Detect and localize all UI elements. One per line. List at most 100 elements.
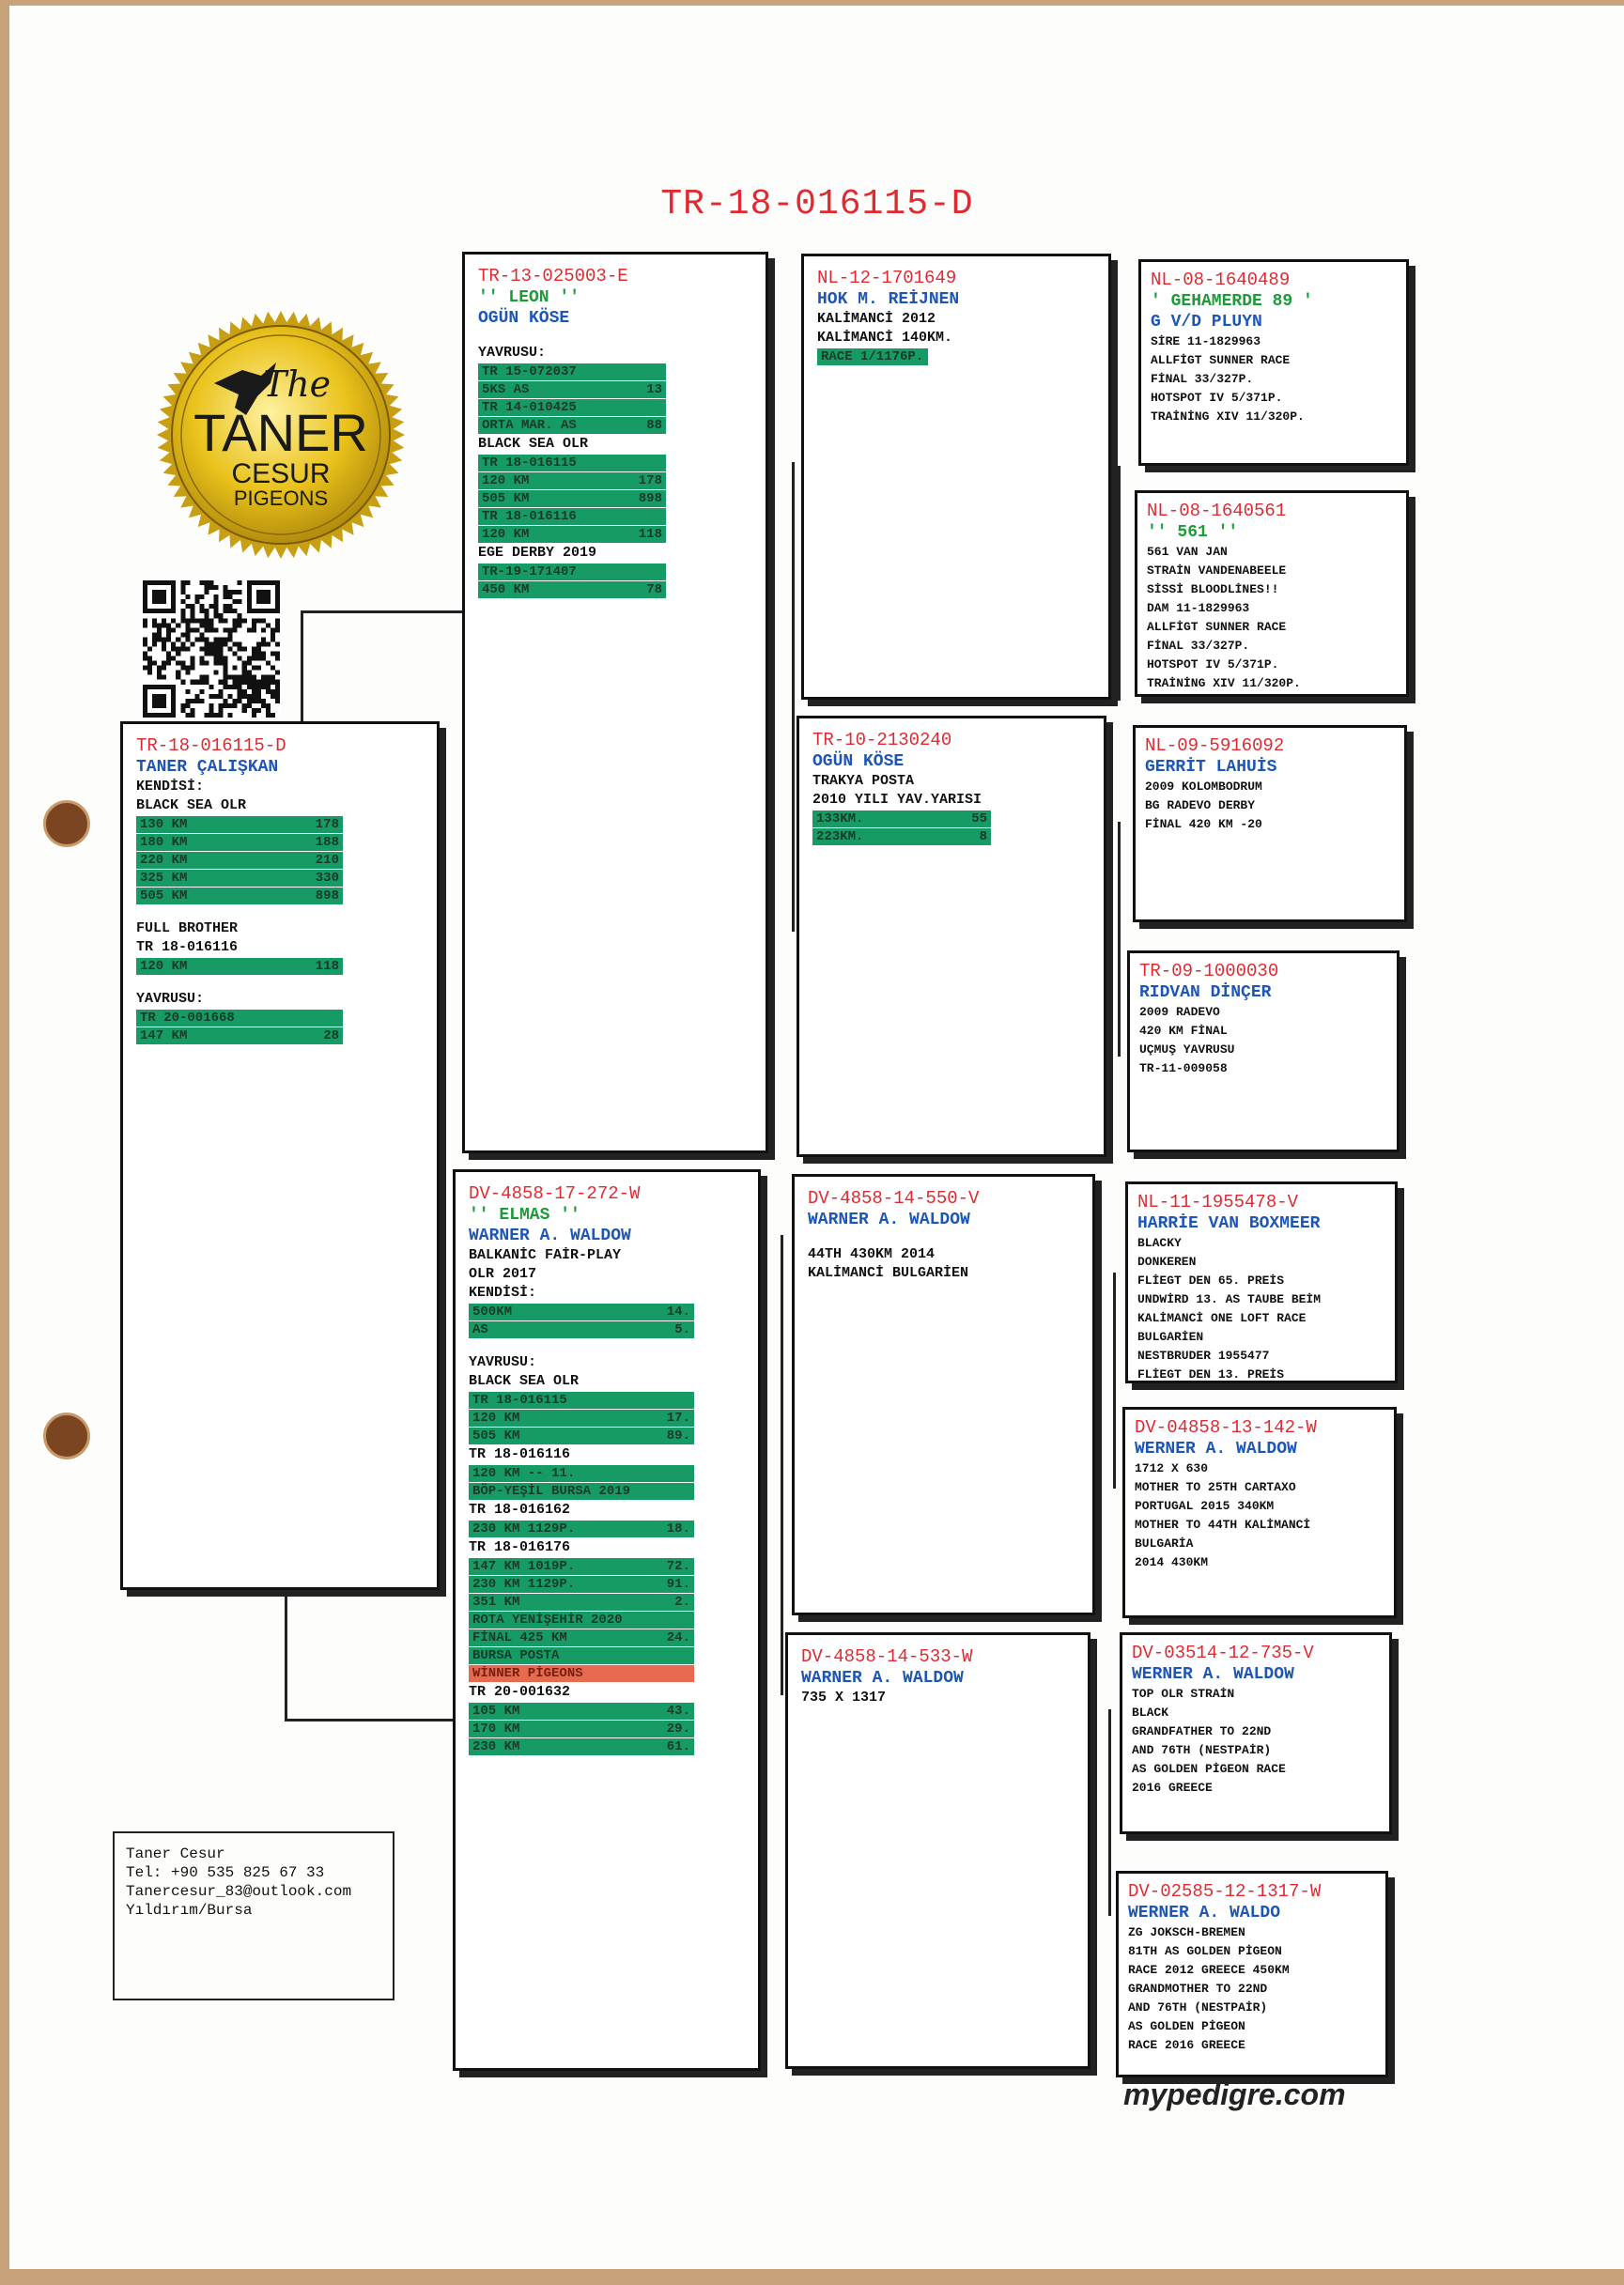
contact-phone[interactable]: Tel: +90 535 825 67 33 (126, 1864, 325, 1881)
result-value: 210 (315, 853, 339, 868)
info-line: 1712 X 630 (1135, 1461, 1209, 1475)
connector-line (301, 610, 465, 613)
info-line: NESTBRUDER 1955477 (1137, 1349, 1270, 1363)
result-value: 330 (315, 871, 339, 886)
info-line: FLİEGT DEN 13. PREİS (1137, 1367, 1285, 1382)
result-label: TR 15-072037 (482, 364, 577, 379)
result-bar: 230 KM 1129P. 91. (469, 1576, 694, 1593)
result-label: 120 KM (482, 527, 530, 542)
pedigree-box-granddam-maternal[interactable]: DV-4858-14-533-W WARNER A. WALDOW 735 X … (785, 1632, 1090, 2069)
owner-name: WARNER A. WALDOW (469, 1227, 631, 1245)
taner-cesur-pigeons-logo: The TANER CESUR PIGEONS (157, 311, 405, 559)
result-label: 230 KM 1129P. (472, 1577, 576, 1592)
result-bar: ROTA YENİŞEHİR 2020 (469, 1612, 694, 1629)
info-line: GRANDMOTHER TO 22ND (1128, 1982, 1268, 1996)
ring-number: DV-04858-13-142-W (1135, 1417, 1317, 1438)
result-label: 5KS AS (482, 382, 530, 397)
result-label: 120 KM (140, 959, 188, 974)
result-label: ROTA YENİŞEHİR 2020 (472, 1613, 623, 1628)
ring-number: NL-11-1955478-V (1137, 1192, 1299, 1212)
result-bar: TR 18-016116 (478, 508, 666, 525)
result-value: 91. (666, 1577, 690, 1592)
connector-line (1118, 466, 1121, 701)
connector-line (792, 462, 795, 932)
qr-code-icon[interactable] (143, 580, 280, 718)
pedigree-box-great-grandparent[interactable]: NL-08-1640489' GEHAMERDE 89 'G V/D PLUYN… (1138, 259, 1409, 466)
connector-line (285, 1719, 454, 1721)
result-value: 24. (666, 1630, 690, 1645)
pedigree-box-grandsire-paternal[interactable]: NL-12-1701649 HOK M. REİJNEN KALİMANCİ 2… (801, 254, 1111, 700)
result-label: 105 KM (472, 1704, 520, 1719)
result-value: 178 (638, 473, 662, 488)
owner-name: OGÜN KÖSE (812, 752, 905, 771)
info-line: YAVRUSU: (136, 991, 205, 1007)
ring-number: NL-12-1701649 (817, 268, 957, 288)
connector-line (781, 1235, 783, 1695)
pigeon-nickname: '' 561 '' (1147, 523, 1239, 542)
logo-line-1: The (263, 363, 331, 405)
result-label: 230 KM 1129P. (472, 1521, 576, 1536)
info-line: KALİMANCİ 2012 (817, 311, 936, 327)
result-value: 2. (674, 1595, 690, 1610)
result-label: 147 KM 1019P. (472, 1559, 576, 1574)
info-line: DONKEREN (1137, 1255, 1197, 1269)
result-label: TR 18-016115 (472, 1393, 567, 1408)
logo-line-4: PIGEONS (234, 486, 328, 510)
result-label: BURSA POSTA (472, 1648, 560, 1663)
info-line: 420 KM FİNAL (1139, 1024, 1228, 1038)
result-value: 898 (315, 888, 339, 903)
info-line: 81TH AS GOLDEN PİGEON (1128, 1944, 1282, 1958)
result-bar: TR-19-171407 (478, 564, 666, 580)
result-bar: BURSA POSTA (469, 1647, 694, 1664)
info-line: RACE 2016 GREECE (1128, 2038, 1245, 2052)
info-line: 2010 YILI YAV.YARISI (812, 792, 982, 808)
connector-line (1108, 1709, 1111, 1916)
binder-hole-bottom (43, 1413, 90, 1459)
info-line: KALİMANCİ BULGARİEN (808, 1265, 969, 1281)
connector-line (1113, 1273, 1116, 1489)
info-line: AS GOLDEN PİGEON (1128, 2019, 1245, 2033)
pedigree-box-granddam-paternal[interactable]: TR-10-2130240 OGÜN KÖSE TRAKYA POSTA 201… (797, 716, 1106, 1157)
pedigree-box-dam[interactable]: DV-4858-17-272-W '' ELMAS '' WARNER A. W… (453, 1169, 761, 2071)
info-line: HOTSPOT IV 5/371P. (1151, 391, 1283, 405)
info-line: MOTHER TO 44TH KALİMANCİ (1135, 1518, 1311, 1532)
ring-number: TR-09-1000030 (1139, 961, 1279, 981)
result-value: 178 (315, 817, 339, 832)
contact-email[interactable]: Tanercesur_83@outlook.com (126, 1883, 352, 1900)
pedigree-box-subject[interactable]: TR-18-016115-D TANER ÇALIŞKAN KENDİSİ: B… (120, 721, 440, 1590)
info-line: 2014 430KM (1135, 1555, 1209, 1569)
result-bar: TR 15-072037 (478, 363, 666, 380)
site-footer[interactable]: mypedigre.com (1123, 2077, 1346, 2111)
result-bar: 133KM.55 (812, 811, 991, 827)
info-line: KENDİSİ: (469, 1285, 537, 1301)
result-label: 351 KM (472, 1595, 520, 1610)
pedigree-box-grandsire-maternal[interactable]: DV-4858-14-550-V WARNER A. WALDOW 44TH 4… (792, 1174, 1095, 1615)
ring-number: DV-4858-14-533-W (801, 1646, 973, 1667)
result-label: 120 KM -- 11. (472, 1466, 576, 1481)
pedigree-box-sire[interactable]: TR-13-025003-E '' LEON '' OGÜN KÖSE YAVR… (462, 252, 768, 1153)
info-line: 2009 KOLOMBODRUM (1145, 780, 1262, 794)
result-value: 61. (666, 1739, 690, 1754)
result-value: 898 (638, 491, 662, 506)
result-value: 118 (315, 959, 339, 974)
info-line: BULGARİEN (1137, 1330, 1204, 1344)
result-label: 230 KM (472, 1739, 520, 1754)
result-bar: TR 18-016115 (478, 455, 666, 471)
connector-line (285, 1587, 287, 1719)
owner-name: RIDVAN DİNÇER (1139, 983, 1272, 1002)
owner-name: GERRİT LAHUİS (1145, 758, 1277, 777)
pigeon-nickname: '' LEON '' (478, 288, 580, 307)
result-ring: TR 20-001668 (140, 1011, 235, 1026)
